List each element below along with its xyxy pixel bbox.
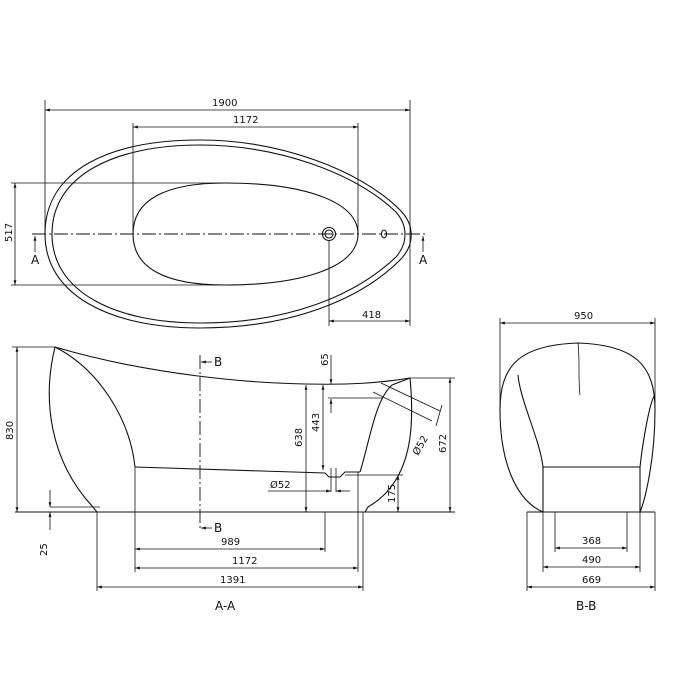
dim-175: 175 [387, 484, 398, 503]
dim-overflow-diameter: Ø52 [410, 434, 431, 458]
tub-floor [134, 466, 360, 478]
dim-1391: 1391 [220, 575, 245, 586]
dim-950: 950 [574, 311, 593, 322]
dim-1900: 1900 [212, 98, 237, 109]
view-title-b-b: B-B [576, 599, 596, 613]
end-view-b-b: 950 368 490 669 B-B [499, 311, 656, 613]
section-mark-a-right: A [419, 253, 428, 267]
dim-443: 443 [311, 413, 322, 432]
tub-rim-outline [51, 144, 406, 324]
dim-830: 830 [5, 421, 16, 440]
tub-side-outer-front [364, 377, 413, 513]
tub-side-inner-front [359, 377, 411, 473]
dim-989: 989 [221, 537, 240, 548]
dim-669: 669 [582, 575, 601, 586]
side-view-a-a: B B 830 672 638 443 65 Ø52 Ø52 [5, 346, 455, 613]
dim-65: 65 [320, 353, 331, 366]
dim-638: 638 [294, 428, 305, 447]
view-title-a-a: A-A [215, 599, 236, 613]
dim-1172-top: 1172 [233, 115, 258, 126]
dim-drain-diameter: Ø52 [270, 479, 291, 491]
tub-end-outline [499, 342, 656, 513]
overflow-icon [380, 229, 388, 239]
tub-outer-outline [44, 139, 412, 329]
dim-490: 490 [582, 555, 601, 566]
tub-end-inner [517, 374, 656, 468]
top-view: 1900 1172 517 418 A A [4, 98, 428, 329]
dim-418: 418 [362, 310, 381, 321]
dim-672: 672 [438, 434, 449, 453]
tub-side-outer [48, 346, 98, 513]
tub-rim-top [54, 346, 411, 385]
dim-25: 25 [39, 543, 50, 556]
dim-368: 368 [582, 536, 601, 547]
section-mark-a-left: A [31, 253, 40, 267]
dim-517: 517 [4, 223, 15, 242]
tub-side-inner-back [54, 346, 136, 468]
section-mark-b-top: B [214, 355, 222, 369]
section-mark-b-bottom: B [214, 521, 222, 535]
dim-1172-side: 1172 [232, 556, 257, 567]
